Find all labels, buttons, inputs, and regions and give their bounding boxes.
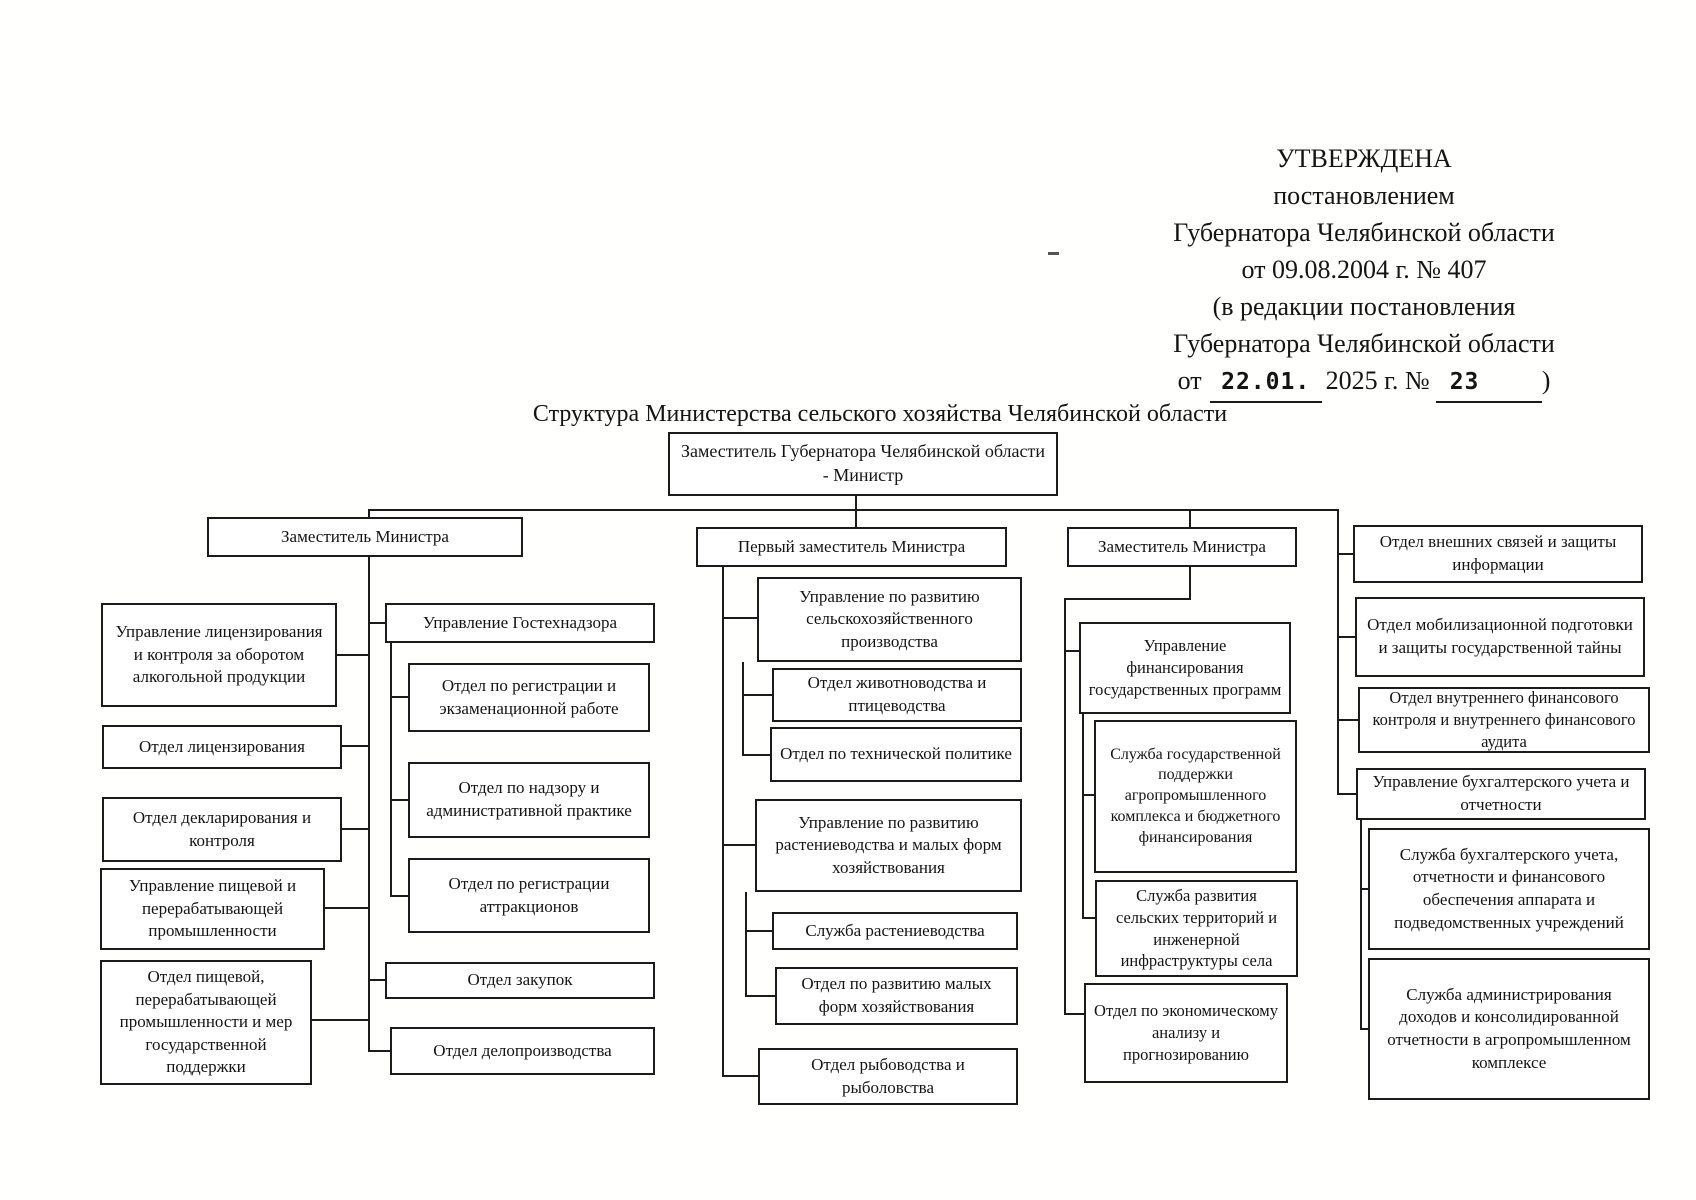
org-box-technical-policy-otdel: Отдел по технической политике [770, 727, 1022, 782]
connector-line [722, 567, 724, 1077]
approval-line: от 09.08.2004 г. № 407 [1241, 255, 1487, 284]
org-box-crop-small-farms-department: Управление по развитию растениеводства и… [755, 799, 1022, 892]
scan-artifact-dot [1048, 252, 1059, 255]
org-box-program-financing-department: Управление финансирования государственны… [1079, 622, 1291, 714]
connector-line [742, 662, 744, 756]
connector-line [1064, 598, 1191, 600]
org-box-deputy-minister-2: Заместитель Министра [1067, 527, 1297, 567]
org-box-minister: Заместитель Губернатора Челябинской обла… [668, 432, 1058, 496]
org-box-first-deputy-minister: Первый заместитель Министра [696, 527, 1007, 567]
org-box-deputy-minister-1: Заместитель Министра [207, 517, 523, 557]
connector-line [745, 892, 747, 997]
amendment-suffix: ) [1541, 366, 1551, 395]
connector-line [1360, 820, 1362, 1030]
connector-line [392, 799, 408, 801]
org-box-external-relations-otdel: Отдел внешних связей и защиты информации [1353, 525, 1643, 583]
connector-line [390, 643, 392, 897]
amendment-date-underline: 22.01. [1209, 362, 1322, 403]
connector-line [724, 844, 755, 846]
org-box-licensing-otdel: Отдел лицензирования [102, 725, 342, 769]
connector-line [337, 654, 368, 656]
org-box-supervision-otdel: Отдел по надзору и административной прак… [408, 762, 650, 838]
connector-line [370, 979, 385, 981]
connector-line [724, 617, 757, 619]
connector-line [368, 509, 1339, 511]
org-box-licensing-department: Управление лицензирования и контроля за … [101, 603, 337, 707]
connector-line [1066, 1013, 1084, 1015]
approval-stamp: УТВЕРЖДЕНА постановлением Губернатора Че… [1078, 140, 1650, 403]
amendment-middle: 2025 г. № [1325, 366, 1430, 395]
amendment-number-underline: 23 [1435, 362, 1542, 403]
org-box-food-industry-department: Управление пищевой и перерабатывающей пр… [100, 868, 325, 950]
org-box-registration-exam-otdel: Отдел по регистрации и экзаменационной р… [408, 663, 650, 732]
connector-line [724, 1075, 758, 1077]
connector-line [1339, 719, 1358, 721]
connector-line [1084, 794, 1094, 796]
connector-line [1339, 553, 1353, 555]
connector-line [1339, 636, 1355, 638]
connector-line [855, 495, 857, 528]
org-box-livestock-poultry-otdel: Отдел животноводства и птицеводства [772, 668, 1022, 722]
connector-line [1066, 650, 1079, 652]
org-box-agricultural-production-department: Управление по развитию сельскохозяйствен… [757, 577, 1022, 662]
connector-line [1189, 567, 1191, 600]
org-box-attractions-registration-otdel: Отдел по регистрации аттракционов [408, 858, 650, 933]
amendment-date: 22.01. [1221, 369, 1311, 395]
org-box-crop-service: Служба растениеводства [772, 912, 1018, 950]
org-box-mobilization-otdel: Отдел мобилизационной подготовки и защит… [1355, 597, 1645, 677]
connector-line [744, 694, 772, 696]
connector-line [342, 745, 368, 747]
connector-line [368, 509, 370, 519]
connector-line [325, 907, 368, 909]
connector-line [744, 754, 770, 756]
org-box-revenue-administration-service: Служба администрирования доходов и консо… [1368, 958, 1650, 1100]
connector-line [370, 1050, 390, 1052]
connector-line [1189, 509, 1191, 529]
org-box-state-support-service: Служба государственной поддержки агропро… [1094, 720, 1297, 873]
amendment-number: 23 [1449, 369, 1480, 395]
connector-line [1084, 917, 1095, 919]
connector-line [1362, 1028, 1368, 1030]
org-box-internal-financial-control-otdel: Отдел внутреннего финансового контроля и… [1358, 687, 1650, 753]
connector-line [342, 828, 368, 830]
org-box-accounting-service: Служба бухгалтерского учета, отчетности … [1368, 828, 1650, 950]
org-box-accounting-department: Управление бухгалтерского учета и отчетн… [1356, 768, 1646, 820]
approval-line-amendment: от 22.01. 2025 г. № 23) [1078, 362, 1650, 403]
connector-line [312, 1019, 368, 1021]
connector-line [370, 622, 385, 624]
connector-line [1337, 509, 1339, 795]
org-box-declaration-otdel: Отдел декларирования и контроля [102, 797, 342, 862]
connector-line [1064, 598, 1066, 1015]
connector-line [747, 930, 772, 932]
connector-line [747, 995, 775, 997]
org-box-fisheries-otdel: Отдел рыбоводства и рыболовства [758, 1048, 1018, 1105]
connector-line [368, 556, 370, 1052]
org-box-procurement-otdel: Отдел закупок [385, 962, 655, 999]
org-box-economic-analysis-otdel: Отдел по экономическому анализу и прогно… [1084, 983, 1288, 1083]
org-box-food-industry-otdel: Отдел пищевой, перерабатывающей промышле… [100, 960, 312, 1085]
approval-line: Губернатора Челябинской области [1173, 329, 1555, 358]
org-box-small-farms-otdel: Отдел по развитию малых форм хозяйствова… [775, 967, 1018, 1025]
org-box-records-management-otdel: Отдел делопроизводства [390, 1027, 655, 1075]
approval-line: (в редакции постановления [1212, 292, 1516, 321]
connector-line [1082, 714, 1084, 919]
amendment-prefix: от [1177, 366, 1202, 395]
page-title: Структура Министерства сельского хозяйст… [532, 401, 1228, 427]
connector-line [390, 895, 408, 897]
connector-line [1339, 793, 1356, 795]
approval-line: УТВЕРЖДЕНА [1276, 144, 1452, 173]
connector-line [1362, 888, 1368, 890]
org-box-gostechnadzor-department: Управление Гостехнадзора [385, 603, 655, 643]
org-box-rural-development-service: Служба развития сельских территорий и ин… [1095, 880, 1298, 977]
approval-line: Губернатора Челябинской области [1173, 218, 1555, 247]
connector-line [392, 696, 408, 698]
approval-line: постановлением [1273, 181, 1455, 210]
